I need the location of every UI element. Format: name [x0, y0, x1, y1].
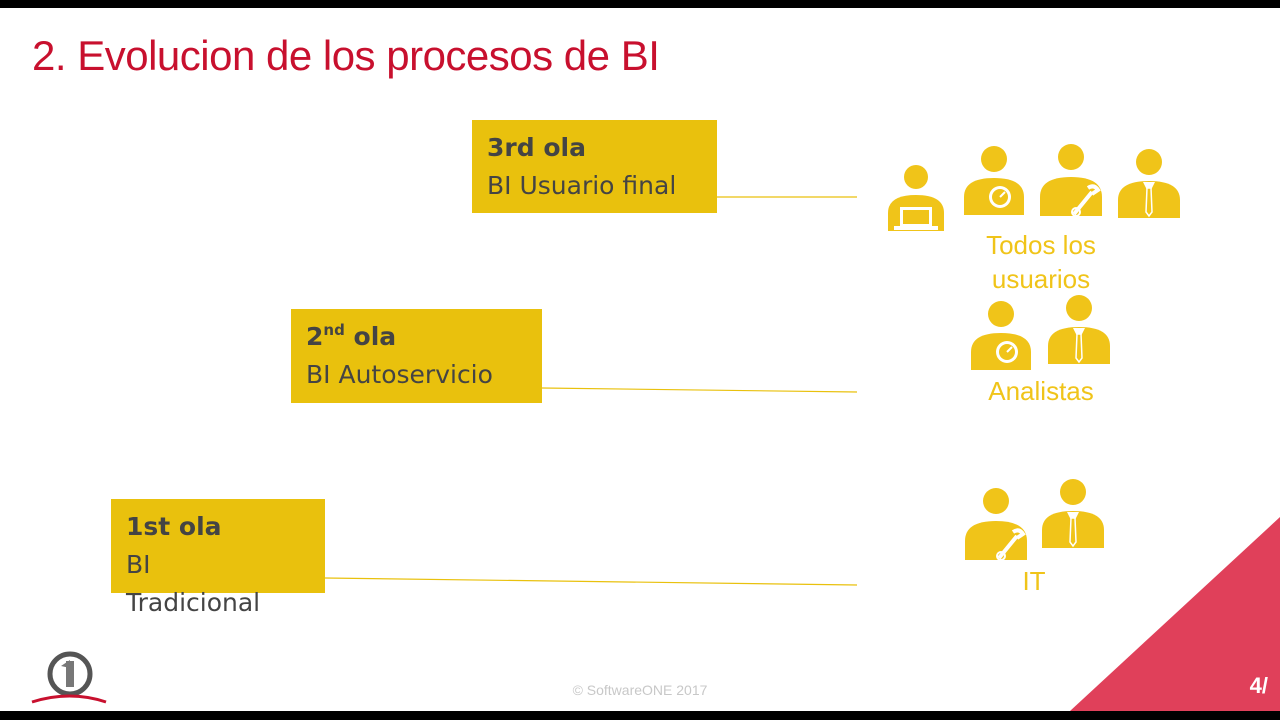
- user-tools-icon: [965, 488, 1027, 561]
- wave-2-number: 2nd ola: [306, 321, 397, 351]
- group-label-it: IT: [1022, 566, 1046, 596]
- user-tie-icon: [1118, 149, 1180, 218]
- wave-3-box: 3rd ola BI Usuario final: [472, 120, 717, 213]
- wave-1-name-line2: Tradicional: [126, 588, 261, 617]
- user-tie-icon: [1042, 479, 1104, 548]
- softwareone-logo: [31, 651, 107, 704]
- footer-copyright: © SoftwareONE 2017: [572, 682, 708, 698]
- connector-line-1: [324, 577, 858, 586]
- wave-1-number: 1st ola: [126, 512, 222, 541]
- connector-lines: [324, 196, 858, 586]
- user-gauge-icon: [964, 146, 1024, 215]
- wave-1-name-line1: BI: [126, 550, 151, 579]
- group-label-analistas: Analistas: [988, 376, 1094, 406]
- connector-line-2: [541, 387, 858, 393]
- wave-2-name: BI Autoservicio: [306, 360, 493, 389]
- wave-3-number: 3rd ola: [487, 133, 586, 162]
- page-number: 4/: [1249, 673, 1268, 698]
- user-laptop-icon: [888, 165, 944, 231]
- user-tie-icon: [1048, 295, 1110, 364]
- corner-accent: [1070, 517, 1280, 711]
- wave-1-box: 1st ola BI Tradicional: [111, 499, 325, 617]
- user-tools-icon: [1040, 144, 1102, 217]
- user-gauge-icon: [971, 301, 1031, 370]
- slide-title: 2. Evolucion de los procesos de BI: [32, 32, 660, 79]
- wave-3-name: BI Usuario final: [487, 171, 677, 200]
- wave-2-box: 2nd ola BI Autoservicio: [291, 309, 542, 403]
- slide: 2. Evolucion de los procesos de BI 3rd o…: [0, 8, 1280, 711]
- group-label-todos: Todos los usuarios: [986, 230, 1096, 294]
